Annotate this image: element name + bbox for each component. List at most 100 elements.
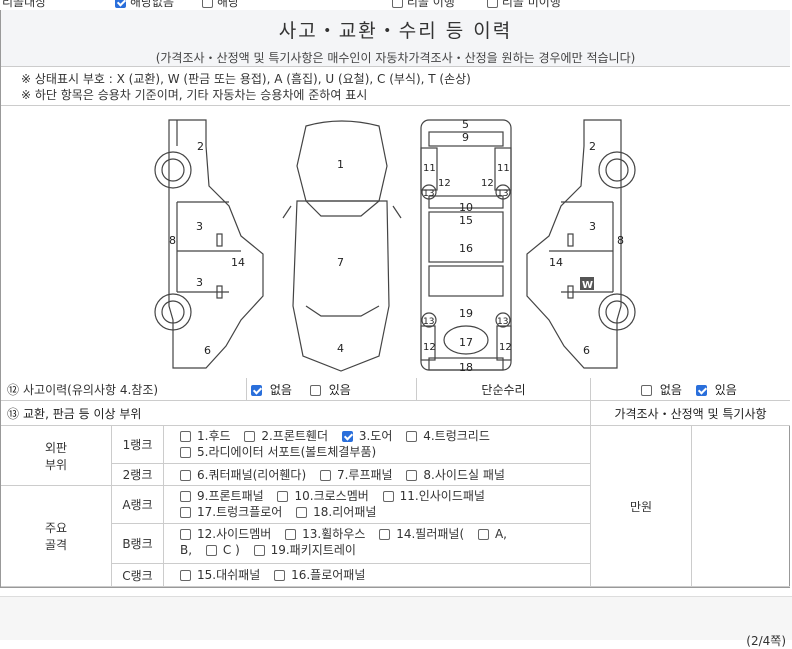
part-label-12-rear-right: 12: [499, 342, 512, 353]
part-label-13-rear-right: 13: [497, 317, 508, 327]
simple-repair-options: 없음 있음: [591, 378, 790, 400]
part-label-14-right: 14: [549, 256, 563, 269]
rank-1-label: 1랭크: [112, 426, 164, 464]
part-label-17: 17: [459, 336, 473, 349]
simple-repair-label: 단순수리: [417, 378, 591, 400]
checkbox-icon[interactable]: [274, 570, 286, 581]
right-side-view: [526, 119, 636, 369]
recall-option-done[interactable]: 리콜 이행: [392, 0, 455, 10]
checkbox-icon[interactable]: [379, 529, 391, 540]
rank-a-label: A랭크: [112, 486, 164, 524]
part-label-6-left: 6: [204, 344, 211, 357]
part-item-pillar-panel[interactable]: 14.필러패널(: [379, 526, 464, 542]
checkbox-icon[interactable]: [180, 507, 191, 518]
part-item-pillar-a[interactable]: A,: [477, 526, 507, 542]
recall-option-none[interactable]: 해당없음: [115, 0, 174, 10]
part-item-package-tray[interactable]: 19.패키지트레이: [253, 542, 356, 558]
part-label-2-right: 2: [589, 140, 596, 153]
part-item-floor-panel[interactable]: 16.플로어패널: [274, 567, 365, 583]
special-notes-cell: [692, 426, 790, 587]
recall-option-not-done[interactable]: 리콜 미이행: [487, 0, 561, 10]
part-item-rear-panel[interactable]: 18.리어패널: [296, 504, 376, 520]
checkbox-icon[interactable]: [277, 491, 289, 502]
accident-none-option[interactable]: 없음: [251, 381, 292, 398]
price-notes-label: 가격조사・산정액 및 특기사항: [614, 406, 767, 421]
part-item-radiator-support[interactable]: 5.라디에이터 서포트(볼트체결부품): [180, 444, 376, 460]
checkbox-icon[interactable]: [180, 447, 191, 458]
part-item-cross-member[interactable]: 10.크로스멤버: [277, 488, 369, 504]
checkbox-icon[interactable]: [392, 0, 403, 8]
rank-2-label: 2랭크: [112, 464, 164, 486]
rank-b-items: 12.사이드멤버 13.휠하우스 14.필러패널( A, B, C ) 19.패…: [164, 524, 591, 564]
checkbox-icon[interactable]: [487, 0, 498, 8]
part-label-11-right: 11: [497, 163, 510, 174]
recall-option-yes[interactable]: 해당: [202, 0, 239, 10]
simple-repair-yes-option[interactable]: 있음: [695, 381, 737, 398]
checkbox-icon[interactable]: [695, 384, 707, 396]
part-label-10: 10: [459, 201, 473, 214]
part-item-front-panel[interactable]: 9.프론트패널: [180, 488, 264, 504]
part-label-12-front-left: 12: [438, 178, 451, 189]
part-item-trunk-floor[interactable]: 17.트렁크플로어: [180, 504, 282, 520]
checkbox-icon[interactable]: [319, 470, 331, 481]
page-footer: [0, 596, 792, 640]
checkbox-icon[interactable]: [205, 545, 217, 556]
checkbox-icon[interactable]: [180, 491, 191, 502]
checkbox-icon[interactable]: [180, 570, 191, 581]
part-item-wheel-house[interactable]: 13.휠하우스: [285, 526, 365, 542]
checkbox-icon[interactable]: [115, 0, 126, 8]
checkbox-icon[interactable]: [296, 507, 308, 518]
checkbox-icon[interactable]: [341, 431, 353, 442]
part-item-side-sill[interactable]: 8.사이드실 패널: [406, 467, 505, 483]
checkbox-icon[interactable]: [285, 529, 297, 540]
part-item-hood[interactable]: 1.후드: [180, 428, 231, 444]
checkbox-icon[interactable]: [406, 470, 418, 481]
part-label-5: 5: [462, 118, 469, 131]
part-label-11-left: 11: [423, 163, 436, 174]
rank-a-items: 9.프론트패널 10.크로스멤버 11.인사이드패널 17.트렁크플로어 18.…: [164, 486, 591, 524]
checkbox-icon[interactable]: [251, 384, 262, 396]
section-title: 사고・교환・수리 등 이력: [278, 20, 513, 42]
checkbox-icon[interactable]: [202, 0, 213, 8]
checkbox-icon[interactable]: [477, 529, 489, 540]
part-label-4: 4: [337, 342, 344, 355]
checkbox-icon[interactable]: [253, 545, 265, 556]
part-item-trunk-lid[interactable]: 4.트렁크리드: [406, 428, 490, 444]
part-label-6-right: 6: [583, 344, 590, 357]
rank-b-label: B랭크: [112, 524, 164, 564]
part-item-roof-panel[interactable]: 7.루프패널: [319, 467, 393, 483]
simple-repair-none-option[interactable]: 없음: [641, 381, 682, 398]
checkbox-icon[interactable]: [406, 431, 418, 442]
checkbox-icon[interactable]: [382, 491, 394, 502]
accident-history-section: 사고・교환・수리 등 이력 (가격조사・산정액 및 특기사항은 매수인이 자동차…: [0, 10, 790, 588]
part-item-pillar-b[interactable]: B,: [180, 543, 193, 557]
part-label-7: 7: [337, 256, 344, 269]
part-label-19: 19: [459, 307, 473, 320]
part-item-side-member[interactable]: 12.사이드멤버: [180, 526, 271, 542]
part-item-dash-panel[interactable]: 15.대쉬패널: [180, 567, 260, 583]
checkbox-icon[interactable]: [244, 431, 256, 442]
rank-1-items: 1.후드 2.프론트휀더 3.도어 4.트렁크리드 5.라디에이터 서포트(볼트…: [164, 426, 591, 464]
checkbox-icon[interactable]: [180, 431, 191, 442]
part-label-18: 18: [459, 361, 473, 374]
part-item-quarter-panel[interactable]: 6.쿼터패널(리어휀다): [180, 467, 306, 483]
part-label-3-left-rear: 3: [196, 276, 203, 289]
part-label-16: 16: [459, 242, 473, 255]
part-label-2-left: 2: [197, 140, 204, 153]
accident-yes-option[interactable]: 있음: [309, 381, 351, 398]
accident-history-options: 없음 있음: [247, 378, 417, 400]
checkbox-icon[interactable]: [180, 529, 191, 540]
part-label-13-rear-left: 13: [423, 317, 434, 327]
part-item-pillar-c[interactable]: C ): [205, 542, 240, 558]
part-label-9: 9: [462, 131, 469, 144]
part-item-front-fender[interactable]: 2.프론트휀더: [244, 428, 328, 444]
checkbox-icon[interactable]: [309, 384, 321, 396]
part-item-inside-panel[interactable]: 11.인사이드패널: [382, 488, 485, 504]
checkbox-icon[interactable]: [180, 470, 191, 481]
checkbox-icon[interactable]: [641, 384, 652, 396]
part-label-14-left: 14: [231, 256, 245, 269]
recall-label: 리콜대상: [2, 0, 47, 9]
part-item-door[interactable]: 3.도어: [341, 428, 392, 444]
